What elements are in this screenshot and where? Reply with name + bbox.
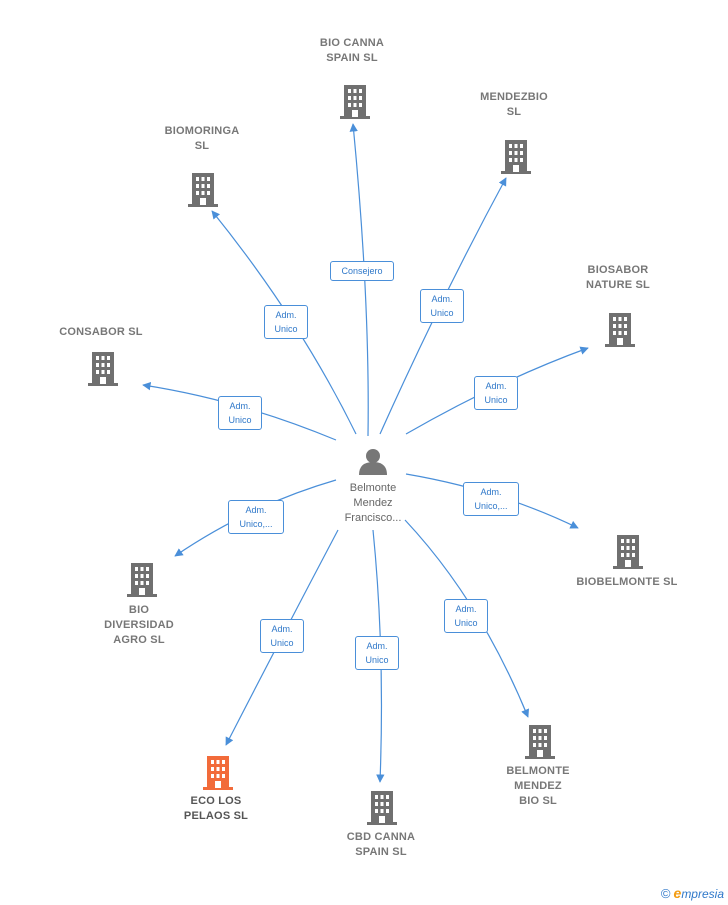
building-icon[interactable] (501, 140, 531, 174)
edge-bio-canna-spain (349, 123, 369, 437)
copyright-icon: © (660, 886, 671, 901)
company-label-biomoringa[interactable]: BIOMORINGA SL (164, 125, 240, 152)
brand-logo-text: mpresia (681, 887, 724, 901)
person-icon[interactable] (359, 449, 387, 475)
relation-label-biomoringa: Adm. Unico (264, 305, 308, 339)
building-icon[interactable] (127, 563, 157, 597)
building-icon[interactable] (88, 352, 118, 386)
company-label-biobelmonte[interactable]: BIOBELMONTE SL (576, 576, 678, 588)
company-label-belmonte-mendez-bio[interactable]: BELMONTE MENDEZ BIO SL (506, 765, 570, 807)
center-person-label[interactable]: Belmonte Mendez Francisco... (344, 482, 402, 524)
company-label-cbd-canna-spain[interactable]: CBD CANNA SPAIN SL (346, 831, 416, 858)
relation-label-biosabor-nature: Adm. Unico (474, 376, 518, 410)
company-label-eco-los-pelaos[interactable]: ECO LOS PELAOS SL (183, 795, 249, 822)
company-label-consabor[interactable]: CONSABOR SL (59, 326, 143, 338)
relation-label-cbd-canna-spain: Adm. Unico (355, 636, 399, 670)
relation-label-mendezbio: Adm. Unico (420, 289, 464, 323)
building-icon[interactable] (340, 85, 370, 119)
company-label-mendezbio[interactable]: MENDEZBIO SL (480, 91, 548, 118)
building-icon[interactable] (613, 535, 643, 569)
company-label-bio-diversidad-agro[interactable]: BIO DIVERSIDAD AGRO SL (104, 604, 174, 646)
building-icon[interactable] (367, 791, 397, 825)
relation-label-bio-canna-spain: Consejero (330, 261, 394, 281)
company-label-bio-canna-spain[interactable]: BIO CANNA SPAIN SL (319, 37, 385, 64)
relation-label-consabor: Adm. Unico (218, 396, 262, 430)
relation-label-eco-los-pelaos: Adm. Unico (260, 619, 304, 653)
relation-label-bio-diversidad-agro: Adm. Unico,... (228, 500, 284, 534)
building-icon[interactable] (605, 313, 635, 347)
footer-brand: ©empresia (661, 885, 724, 901)
building-icon[interactable] (203, 756, 233, 790)
brand-logo-initial: e (673, 885, 682, 901)
company-label-biosabor-nature[interactable]: BIOSABOR NATURE SL (586, 264, 650, 291)
relation-label-biobelmonte: Adm. Unico,... (463, 482, 519, 516)
building-icon[interactable] (188, 173, 218, 207)
building-icon[interactable] (525, 725, 555, 759)
relation-label-belmonte-mendez-bio: Adm. Unico (444, 599, 488, 633)
